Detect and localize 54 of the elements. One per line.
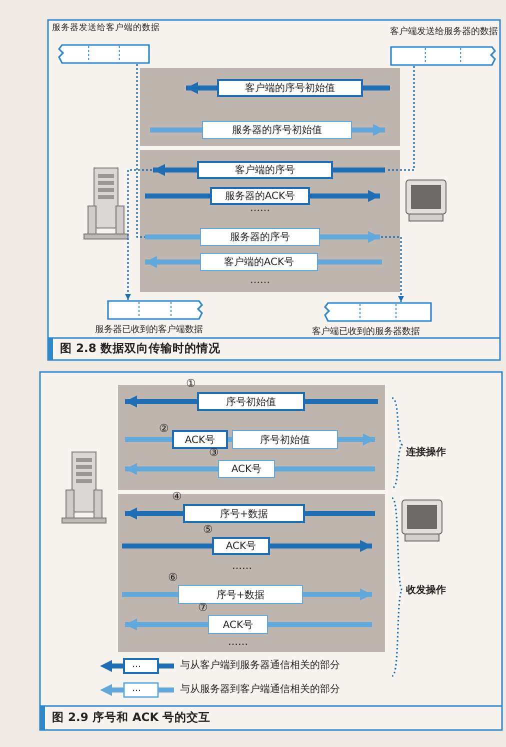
label-box: 服务器的ACK号: [210, 187, 310, 205]
figure-caption: 图 2.9 序号和 ACK 号的交互: [52, 711, 211, 724]
arrow: [320, 231, 380, 243]
step-number: ⑤: [203, 524, 213, 536]
ellipsis: ……: [228, 636, 248, 649]
dotted-line: [386, 66, 415, 171]
strip-caption: 客户端已收到的服务器数据: [312, 326, 420, 338]
arrow: [125, 396, 197, 408]
step-number: ③: [209, 447, 219, 459]
arrow: [352, 124, 385, 136]
arrow: [338, 434, 375, 446]
arrow: [125, 508, 183, 520]
legend-ellipsis: …: [132, 659, 141, 672]
bracket-label: 连接操作: [406, 446, 446, 459]
arrow: [153, 164, 197, 176]
label-box: 序号+数据: [183, 504, 305, 523]
arrow: [145, 256, 200, 268]
step-number: ⑥: [168, 572, 178, 584]
step-number: ①: [186, 378, 196, 390]
legend-text: 与从服务器到客户端通信相关的部分: [180, 683, 340, 696]
label-box: ACK号: [212, 537, 270, 555]
legend-ellipsis: …: [132, 683, 141, 696]
strip-caption: 服务器发送给客户端的数据: [52, 22, 160, 34]
label-box: 客户端的序号: [197, 161, 333, 179]
arrow: [270, 540, 372, 552]
label-box: 服务器的序号初始值: [202, 121, 352, 139]
arrow: [186, 82, 217, 94]
label-box: ACK号: [208, 615, 268, 634]
step-number: ②: [159, 423, 169, 435]
label-box: ACK号: [218, 460, 275, 478]
strip-caption: 服务器已收到的客户端数据: [95, 324, 203, 336]
arrow: [303, 588, 372, 600]
label-box: 序号初始值: [197, 392, 305, 411]
label-box: 客户端的ACK号: [200, 253, 318, 271]
ellipsis: ……: [250, 274, 270, 287]
ellipsis: ……: [232, 560, 252, 573]
dotted-line: [125, 169, 152, 300]
arrow: [125, 618, 208, 630]
legend-text: 与从客户端到服务器通信相关的部分: [180, 659, 340, 672]
arrow: [310, 190, 380, 202]
label-box: ACK号: [172, 430, 228, 449]
strip-caption: 客户端发送给服务器的数据: [390, 26, 498, 38]
step-number: ④: [172, 491, 182, 503]
arrow: [125, 463, 218, 475]
dotted-line: [381, 236, 404, 302]
ellipsis: ……: [250, 202, 270, 215]
label-box: 客户端的序号初始值: [217, 79, 363, 97]
dotted-line: [136, 64, 145, 238]
label-box: 序号初始值: [232, 430, 338, 449]
label-box: 序号+数据: [178, 585, 303, 604]
label-box: 服务器的序号: [200, 228, 320, 246]
figure-caption: 图 2.8 数据双向传输时的情况: [60, 342, 220, 355]
step-number: ⑦: [198, 602, 208, 614]
bracket-label: 收发操作: [406, 584, 446, 597]
